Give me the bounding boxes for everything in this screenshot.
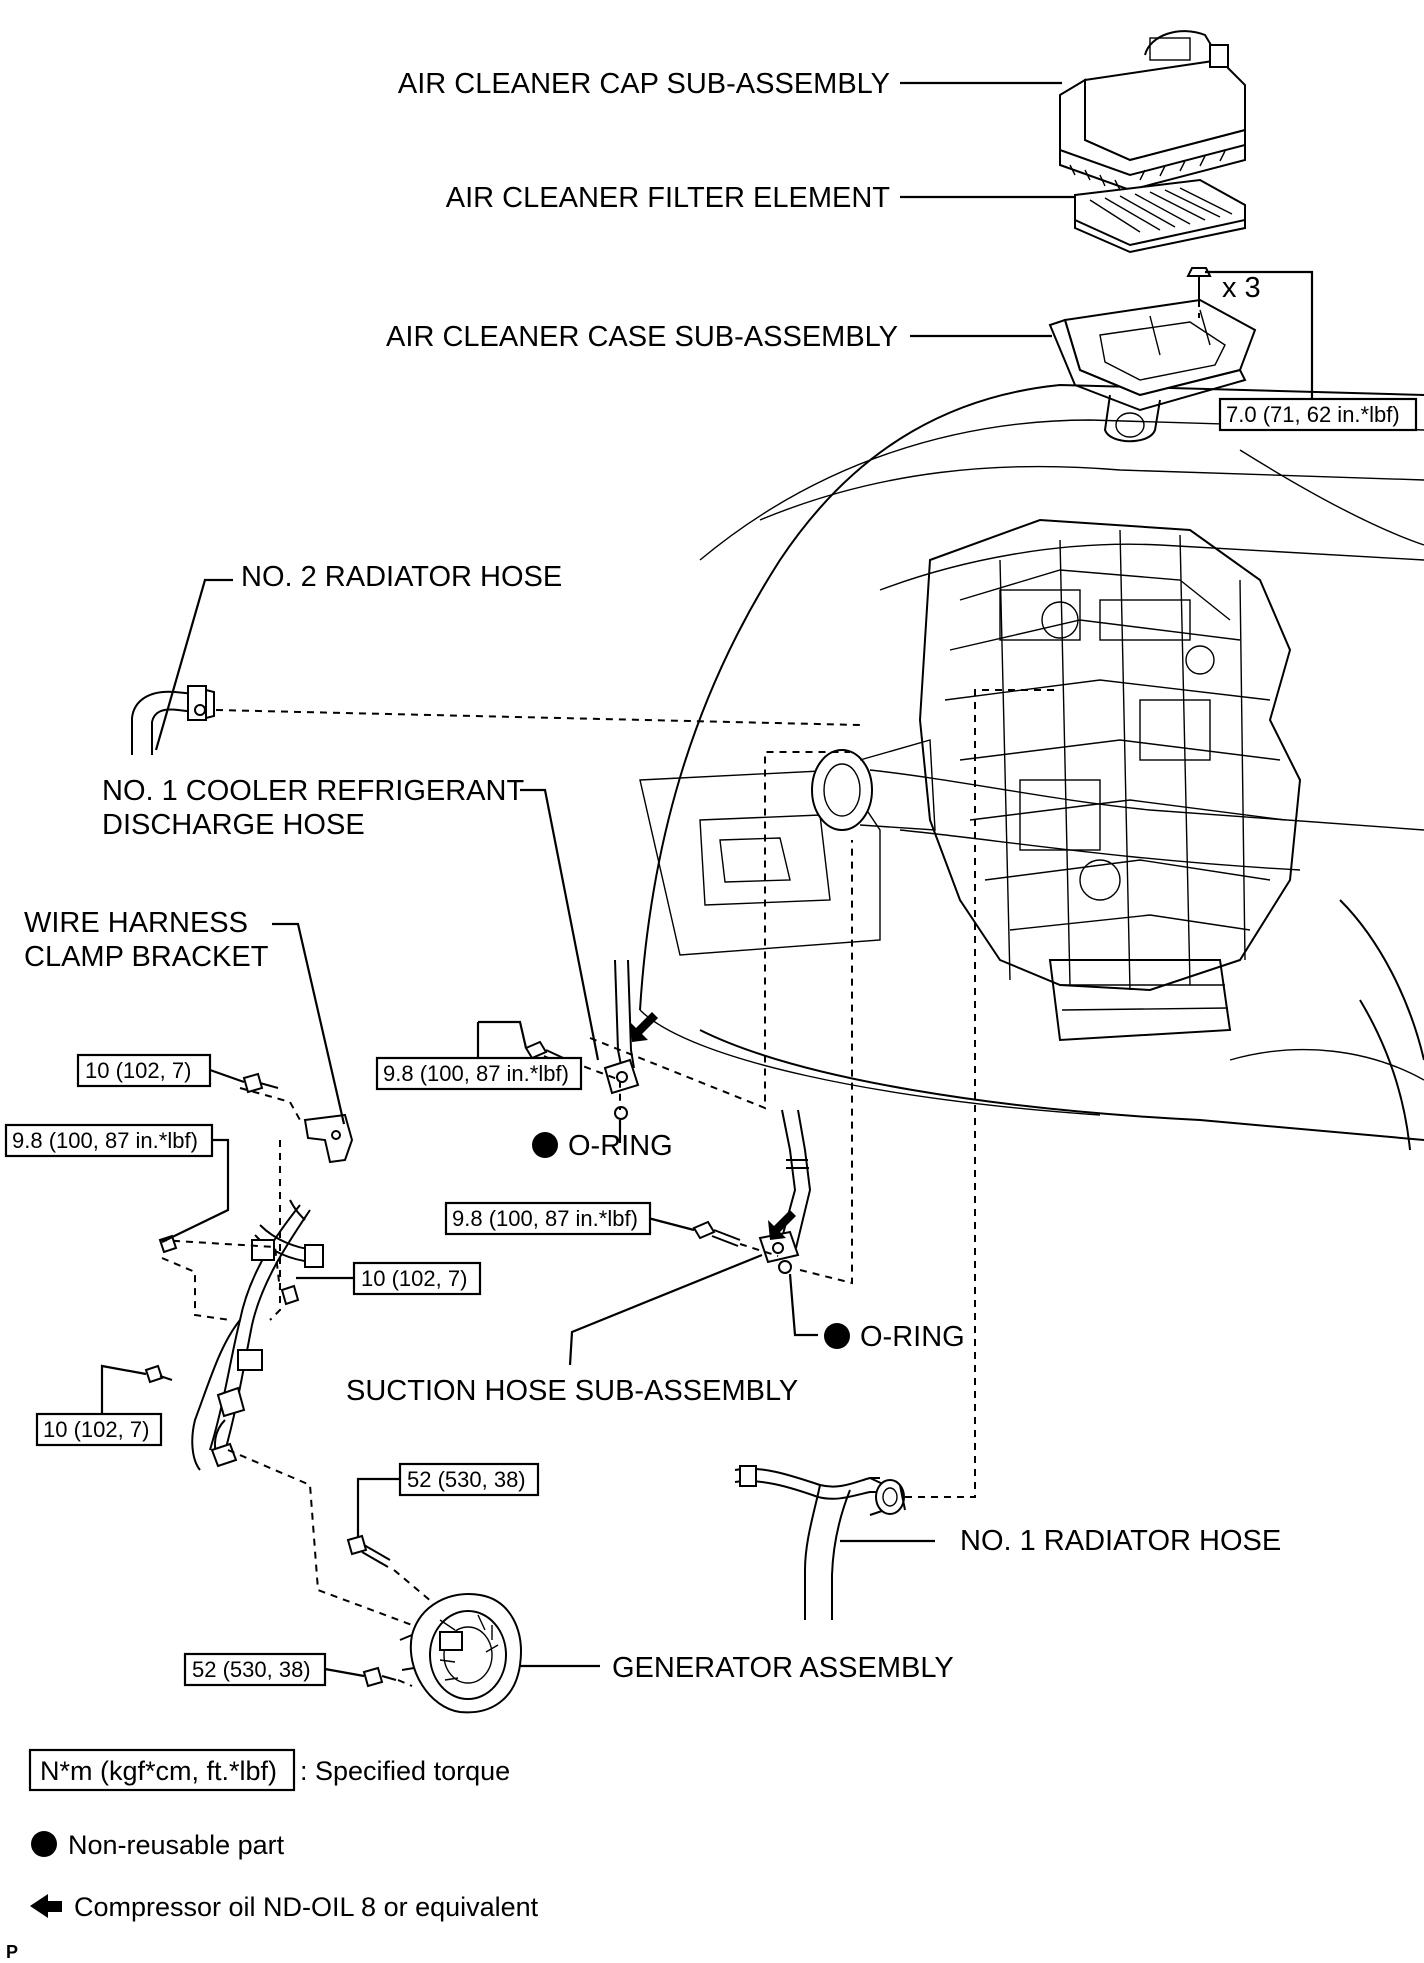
suction-hose-drawing: [692, 1109, 812, 1274]
torque-generator-bolt-lower: 52 (530, 38): [183, 1652, 327, 1687]
svg-text:10 (102, 7): 10 (102, 7): [85, 1058, 191, 1083]
no2-radiator-hose-drawing: [131, 685, 215, 755]
torque-bracket-bolt: 10 (102, 7): [76, 1053, 212, 1088]
svg-text:52 (530, 38): 52 (530, 38): [407, 1467, 526, 1492]
label-wire-harness-line2: CLAMP BRACKET: [24, 941, 269, 973]
nonreusable-dot-icon: [31, 1831, 57, 1857]
label-case-bolt-qty: x 3: [1222, 272, 1261, 304]
engine-assembly: [811, 518, 1424, 1042]
torque-case-bolts: 7.0 (71, 62 in.*lbf): [1218, 397, 1418, 432]
compressor-oil-arrow-icon: [30, 1894, 62, 1918]
label-air-cleaner-cap: AIR CLEANER CAP SUB-ASSEMBLY: [398, 68, 890, 100]
svg-text:Non-reusable part: Non-reusable part: [68, 1830, 285, 1860]
torque-generator-bolt-upper: 52 (530, 38): [398, 1462, 540, 1497]
torque-harness-bolt-left: 9.8 (100, 87 in.*lbf): [4, 1123, 214, 1158]
air-cleaner-filter-drawing: [1074, 178, 1246, 254]
legend-nonreusable: Non-reusable part: [31, 1830, 285, 1860]
torque-discharge-hose-bolt: 9.8 (100, 87 in.*lbf): [375, 1056, 583, 1091]
connection-lines: [159, 689, 1060, 1687]
legend-compressor-oil: Compressor oil ND-OIL 8 or equivalent: [30, 1892, 539, 1922]
no1-radiator-hose-drawing: [734, 1465, 906, 1620]
label-suction-hose: SUCTION HOSE SUB-ASSEMBLY: [346, 1375, 798, 1407]
svg-text:Compressor oil ND-OIL 8 or equ: Compressor oil ND-OIL 8 or equivalent: [74, 1892, 539, 1922]
label-discharge-hose-line2: DISCHARGE HOSE: [102, 809, 365, 841]
label-no1-radiator-hose: NO. 1 RADIATOR HOSE: [960, 1525, 1281, 1557]
svg-text:7.0 (71, 62 in.*lbf): 7.0 (71, 62 in.*lbf): [1226, 402, 1400, 427]
legend-torque-desc: : Specified torque: [300, 1756, 510, 1786]
label-o-ring-upper: O-RING: [568, 1130, 673, 1162]
label-discharge-hose-line1: NO. 1 COOLER REFRIGERANT: [102, 775, 524, 807]
label-generator: GENERATOR ASSEMBLY: [612, 1652, 954, 1684]
nonreusable-dot-lower: [824, 1323, 850, 1349]
label-air-cleaner-filter: AIR CLEANER FILTER ELEMENT: [446, 182, 891, 214]
compressor-oil-arrow-lower: [768, 1210, 796, 1240]
svg-text:52 (530, 38): 52 (530, 38): [192, 1657, 311, 1682]
torque-harness-nut: 10 (102, 7): [352, 1261, 482, 1296]
generator-drawing: [346, 1534, 522, 1714]
air-cleaner-cap-drawing: [1059, 30, 1246, 192]
svg-text:9.8 (100, 87 in.*lbf): 9.8 (100, 87 in.*lbf): [12, 1128, 198, 1153]
label-o-ring-lower: O-RING: [860, 1321, 965, 1353]
torque-harness-bolt-lower: 10 (102, 7): [35, 1412, 163, 1447]
legend-torque-box: N*m (kgf*cm, ft.*lbf): [40, 1756, 277, 1786]
label-wire-harness-line1: WIRE HARNESS: [24, 907, 248, 939]
svg-text:10 (102, 7): 10 (102, 7): [43, 1417, 149, 1442]
label-air-cleaner-case: AIR CLEANER CASE SUB-ASSEMBLY: [386, 321, 898, 353]
compressor-oil-arrow-upper: [630, 1012, 658, 1042]
vehicle-body-outline: [639, 383, 1424, 1151]
torque-suction-hose-bolt: 9.8 (100, 87 in.*lbf): [444, 1201, 652, 1236]
leader-lines: [100, 81, 1314, 1678]
svg-text:9.8 (100, 87 in.*lbf): 9.8 (100, 87 in.*lbf): [452, 1206, 638, 1231]
nonreusable-dot-upper: [532, 1132, 558, 1158]
corner-mark: P: [6, 1942, 18, 1962]
svg-text:9.8 (100, 87 in.*lbf): 9.8 (100, 87 in.*lbf): [383, 1061, 569, 1086]
svg-text:10 (102, 7): 10 (102, 7): [361, 1266, 467, 1291]
legend-torque: N*m (kgf*cm, ft.*lbf) : Specified torque: [28, 1748, 510, 1792]
air-cleaner-case-drawing: [1048, 267, 1257, 443]
label-no2-radiator-hose: NO. 2 RADIATOR HOSE: [241, 561, 562, 593]
